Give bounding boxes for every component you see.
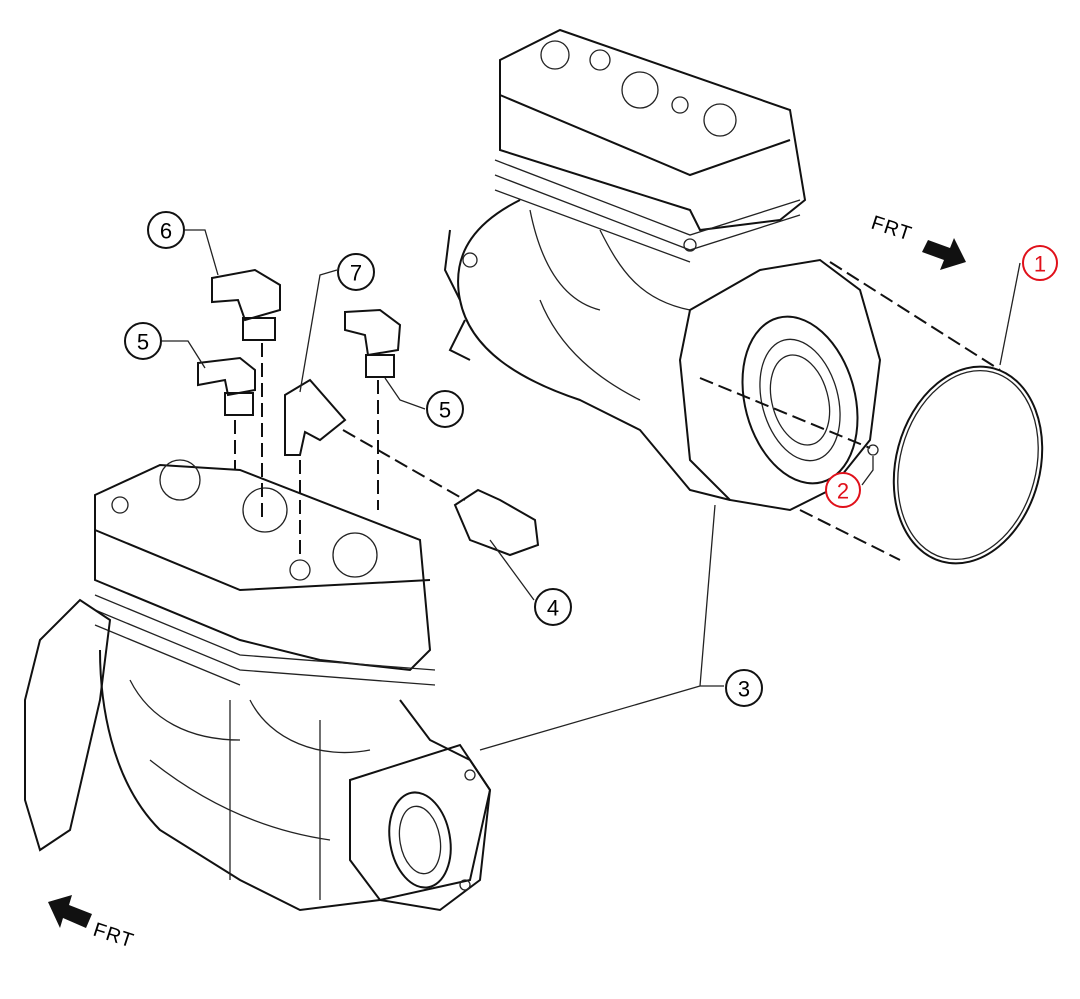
arrow-right-icon (922, 238, 966, 270)
callout-5-left: 5 (124, 322, 162, 360)
seal-ring-part (699, 261, 1044, 565)
arrow-left-icon (48, 895, 92, 928)
callout-2-label: 2 (837, 479, 849, 504)
leader-lines (162, 229, 1021, 751)
compressor-upper-right (443, 28, 882, 512)
callout-4-label: 4 (547, 596, 559, 621)
fittings (197, 268, 540, 560)
callout-6-label: 6 (160, 219, 172, 244)
frt-label-top: FRT (868, 212, 914, 246)
callout-5-right-label: 5 (439, 398, 451, 423)
callout-5-left-label: 5 (137, 330, 149, 355)
callout-7: 7 (337, 253, 375, 291)
front-direction-bottom-left: FRT (48, 895, 137, 953)
callout-3-label: 3 (738, 677, 750, 702)
callout-7-label: 7 (350, 261, 362, 286)
frt-label-bottom: FRT (90, 919, 136, 953)
callout-5-right: 5 (426, 390, 464, 428)
callout-6: 6 (147, 211, 185, 249)
callout-4: 4 (534, 588, 572, 626)
callout-1: 1 (1022, 245, 1058, 281)
compressor-lower-left (24, 459, 492, 912)
callout-1-label: 1 (1034, 252, 1046, 277)
callout-3: 3 (725, 669, 763, 707)
front-direction-top-right: FRT (868, 212, 966, 270)
callout-2: 2 (825, 472, 861, 508)
